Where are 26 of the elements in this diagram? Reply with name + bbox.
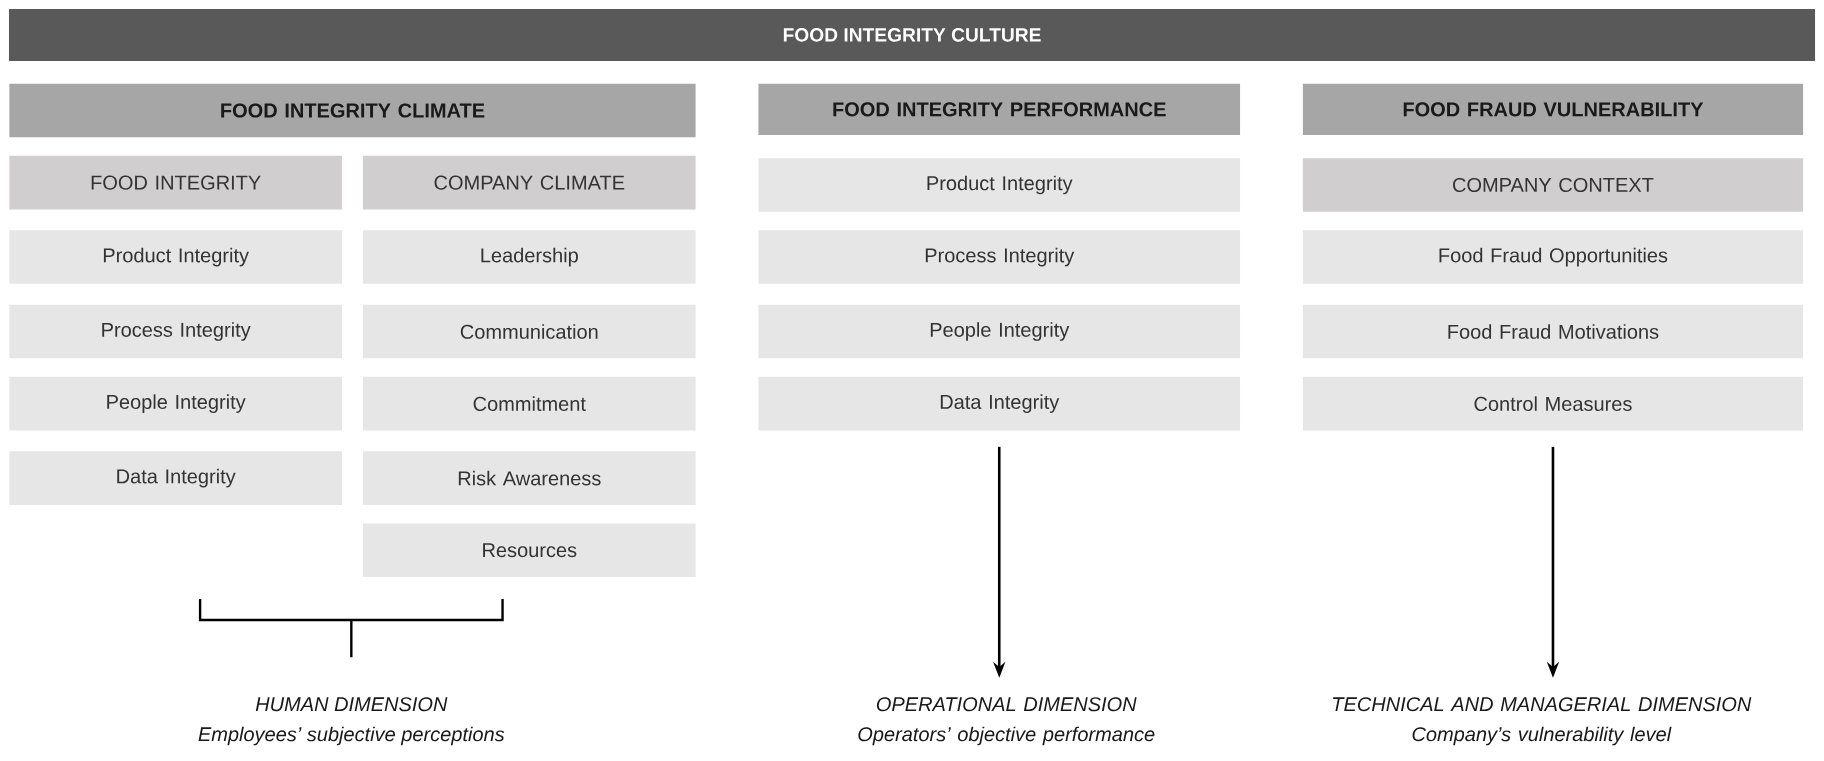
header-box: FOOD INTEGRITY PERFORMANCE: [758, 83, 1241, 136]
item-box: Product Integrity: [758, 158, 1241, 212]
title-band: FOOD INTEGRITY CULTURE: [8, 9, 1816, 61]
category-box: COMPANY CONTEXT: [1302, 158, 1804, 212]
item-box: Data Integrity: [758, 376, 1241, 431]
item-box: Leadership: [363, 230, 696, 284]
item-box: Control Measures: [1302, 376, 1804, 431]
item-box: People Integrity: [758, 304, 1241, 359]
category-box: FOOD INTEGRITY: [9, 155, 342, 210]
item-box: People Integrity: [9, 376, 342, 431]
dimension-text: OPERATIONAL DIMENSION Operators’ objective performance: [858, 697, 1155, 746]
header-box: FOOD INTEGRITY CLIMATE: [9, 83, 696, 138]
item-box: Risk Awareness: [363, 451, 696, 505]
item-box: Process Integrity: [9, 304, 342, 359]
item-box: Commitment: [363, 376, 696, 431]
item-box: Process Integrity: [758, 230, 1241, 284]
item-box: Product Integrity: [9, 230, 342, 284]
item-box: Food Fraud Motivations: [1302, 304, 1804, 359]
item-box: Data Integrity: [9, 451, 342, 505]
category-box: COMPANY CLIMATE: [363, 155, 696, 210]
item-box: Resources: [363, 523, 696, 578]
item-box: Communication: [363, 304, 696, 359]
header-box: FOOD FRAUD VULNERABILITY: [1302, 83, 1804, 136]
dimension-text: HUMAN DIMENSION Employees’ subjective perceptions: [198, 697, 505, 746]
item-box: Food Fraud Opportunities: [1302, 230, 1804, 284]
dimension-text: TECHNICAL AND MANAGERIAL DIMENSION Company’s vulnerability level: [1333, 697, 1752, 746]
